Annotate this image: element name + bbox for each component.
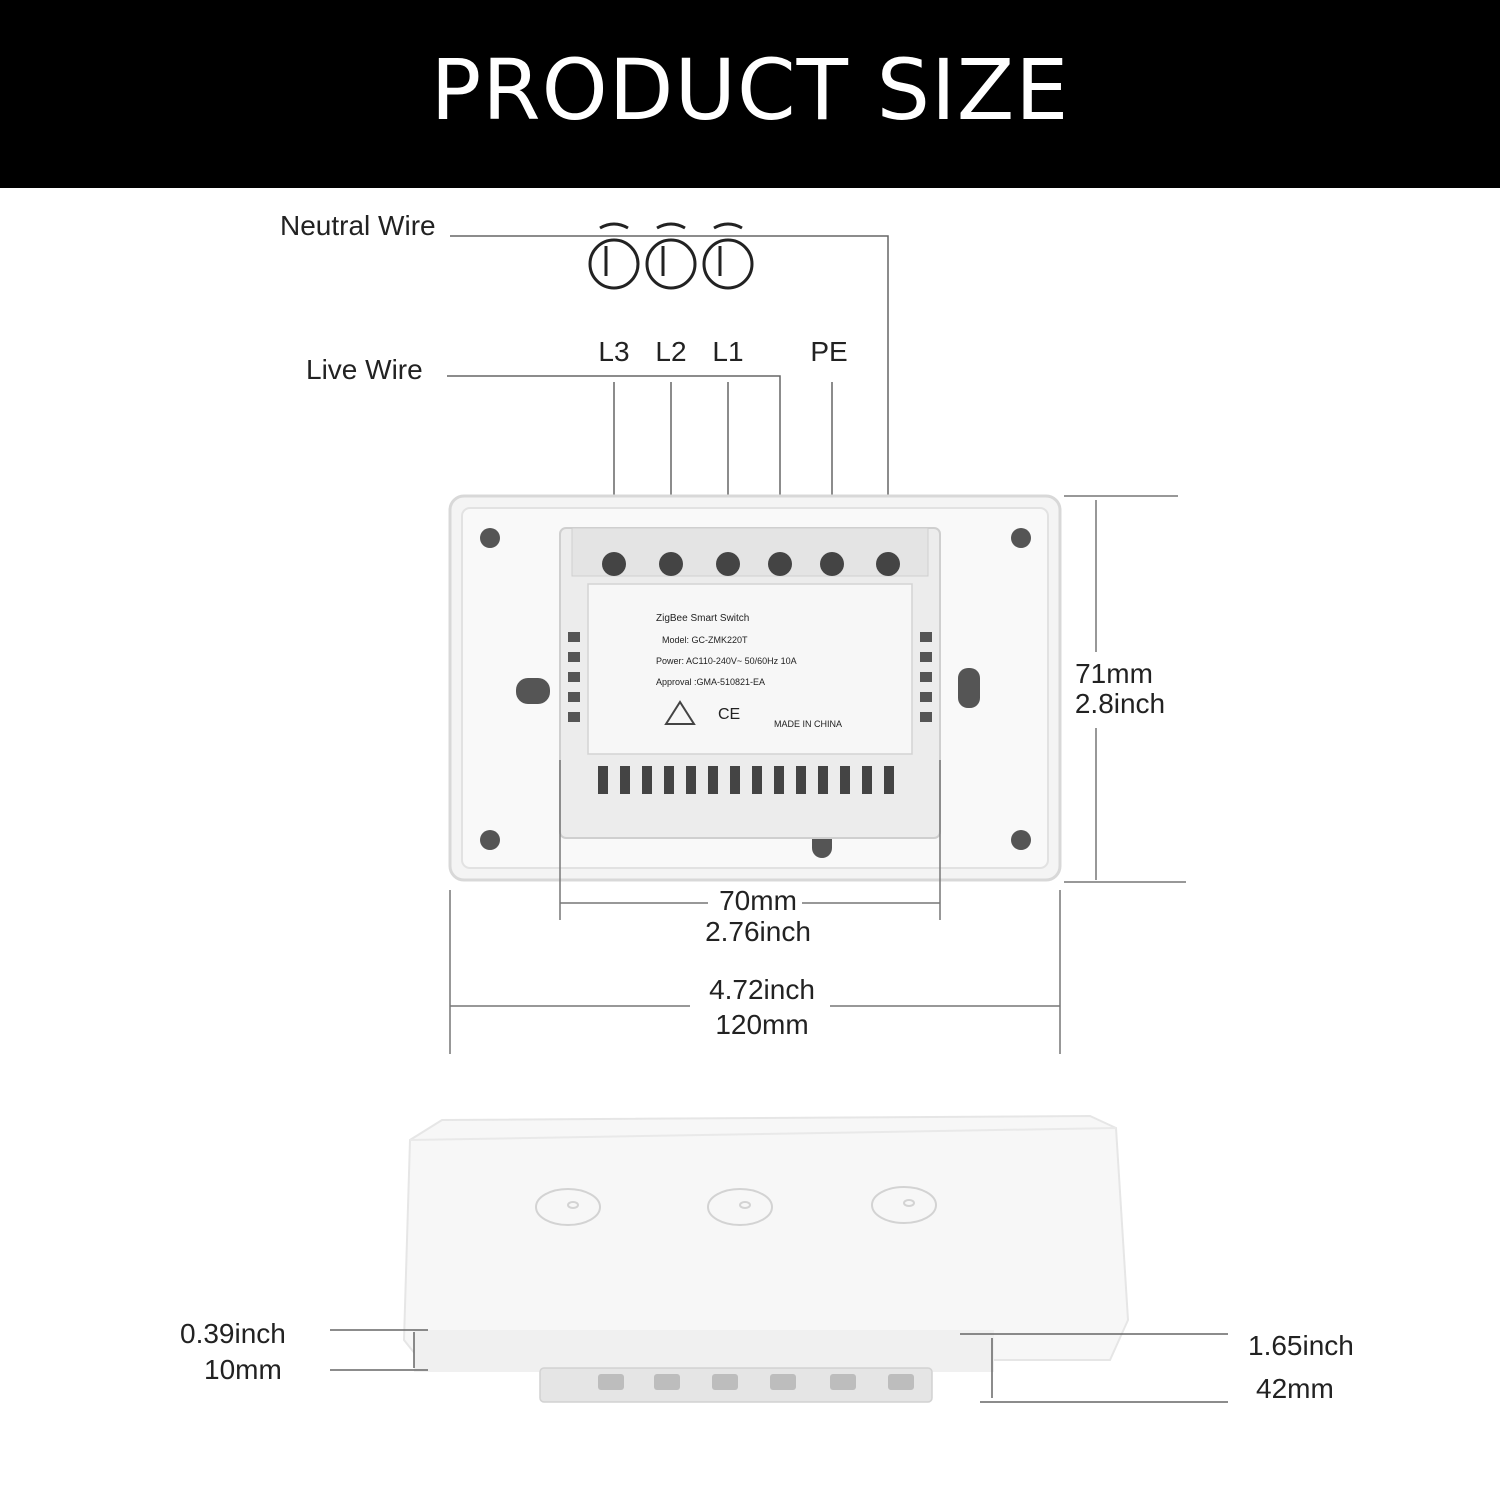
total-depth-inch-label: 1.65inch bbox=[1248, 1330, 1354, 1361]
total-depth-mm-label: 42mm bbox=[1256, 1373, 1334, 1404]
front-depth-mm-label: 10mm bbox=[204, 1354, 282, 1385]
module-origin-text: MADE IN CHINA bbox=[774, 719, 843, 729]
terminal-label-l1: L1 bbox=[712, 336, 744, 367]
touch-button-3[interactable] bbox=[871, 1186, 937, 1224]
neutral-wire-label: Neutral Wire bbox=[280, 210, 436, 241]
touch-button-2[interactable] bbox=[707, 1188, 773, 1226]
title-banner: PRODUCT SIZE bbox=[0, 0, 1500, 188]
module-power-text: Power: AC110-240V~ 50/60Hz 10A bbox=[656, 656, 797, 666]
terminal-label-l2: L2 bbox=[655, 336, 687, 367]
touch-button-1[interactable] bbox=[535, 1188, 601, 1226]
bulb-icon-l1 bbox=[702, 222, 754, 290]
bulb-icon-l2 bbox=[645, 222, 697, 290]
terminal-label-pe: PE bbox=[810, 336, 848, 367]
height-mm-label: 71mm bbox=[1075, 658, 1153, 689]
bulb-icon-l3 bbox=[588, 222, 640, 290]
ce-mark: CE bbox=[718, 706, 741, 723]
rcm-mark-icon bbox=[664, 700, 696, 725]
dimension-lines bbox=[449, 495, 1186, 1054]
module-width-mm-label: 70mm bbox=[719, 885, 797, 916]
width-inch-label: 4.72inch bbox=[709, 974, 815, 1005]
switch-side-view bbox=[402, 1114, 1130, 1403]
module-model-text: Model: GC-ZMK220T bbox=[662, 635, 748, 645]
height-inch-label: 2.8inch bbox=[1074, 688, 1166, 719]
module-width-inch-label: 2.76inch bbox=[705, 916, 811, 947]
relay-module bbox=[559, 527, 941, 839]
terminal-label-l3: L3 bbox=[598, 336, 630, 367]
live-wire-label: Live Wire bbox=[306, 354, 423, 385]
front-depth-inch-label: 0.39inch bbox=[180, 1318, 286, 1349]
page-title: PRODUCT SIZE bbox=[430, 41, 1070, 139]
module-approval-text: Approval :GMA-510821-EA bbox=[656, 677, 766, 687]
width-mm-label: 120mm bbox=[715, 1009, 809, 1040]
depth-dimension-lines bbox=[330, 1329, 1228, 1403]
module-name-text: ZigBee Smart Switch bbox=[656, 613, 750, 624]
